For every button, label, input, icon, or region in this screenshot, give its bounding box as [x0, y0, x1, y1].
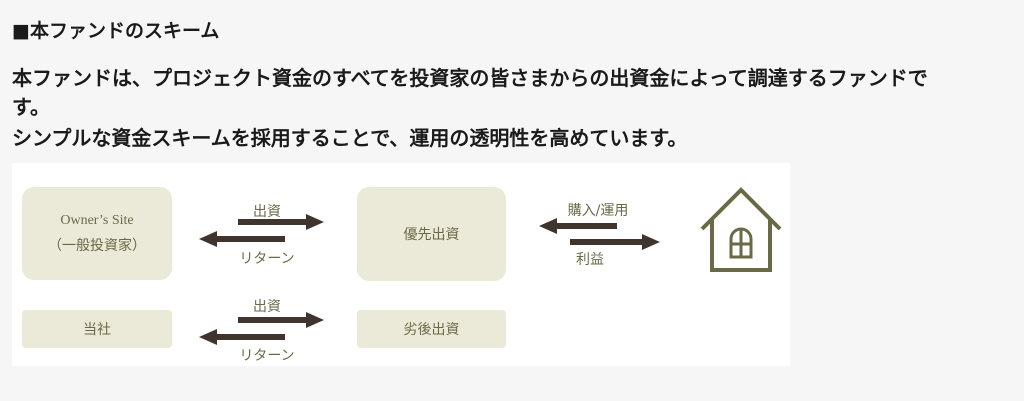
top-return-label: リターン — [239, 251, 295, 267]
bottom-invest-label: 出資 — [253, 299, 281, 315]
bottom-return-arrow-left-icon — [199, 329, 285, 345]
priority-investment-box: 優先出資 — [357, 187, 506, 281]
section-heading: ■本ファンドのスキーム — [12, 20, 220, 42]
bottom-return-label: リターン — [239, 348, 295, 364]
bottom-invest-arrow-right-icon — [238, 312, 324, 328]
profit-label: 利益 — [576, 252, 604, 268]
fund-scheme-diagram: Owner’s Site （一般投資家） 優先出資 当社 劣後出資 出資 リター… — [12, 163, 790, 366]
priority-investment-label: 優先出資 — [403, 227, 460, 243]
investor-box-type: （一般投資家） — [48, 237, 146, 254]
description-line-3: シンプルな資金スキームを採用することで、運用の透明性を高めています。 — [12, 126, 688, 150]
subordinate-investment-box: 劣後出資 — [357, 310, 506, 348]
top-invest-label: 出資 — [253, 204, 281, 220]
subordinate-investment-label: 劣後出資 — [403, 322, 460, 338]
company-box: 当社 — [22, 310, 172, 348]
return-arrow-left-icon — [199, 231, 285, 247]
company-label: 当社 — [83, 322, 111, 338]
description-line-2: す。 — [12, 95, 50, 119]
investor-box: Owner’s Site （一般投資家） — [22, 187, 172, 280]
purchase-label: 購入/運用 — [567, 203, 629, 219]
investor-box-name: Owner’s Site — [60, 212, 134, 228]
description-line-1: 本ファンドは、プロジェクト資金のすべてを投資家の皆さまからの出資金によって調達す… — [12, 66, 928, 90]
profit-arrow-right-icon — [570, 234, 660, 250]
purchase-arrow-left-icon — [539, 218, 617, 234]
invest-arrow-right-icon — [238, 214, 324, 230]
house-icon — [700, 187, 782, 272]
